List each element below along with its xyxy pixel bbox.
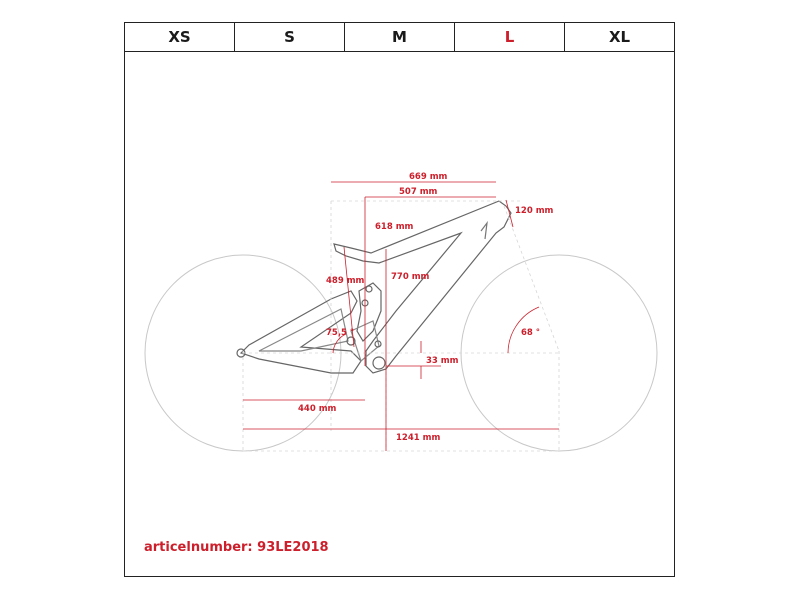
- article-number: articelnumber: 93LE2018: [144, 540, 329, 555]
- tab-size-m[interactable]: M: [345, 23, 455, 51]
- size-tabs: XS S M L XL: [125, 23, 674, 52]
- bb-drop-label: 33 mm: [426, 356, 459, 366]
- tab-size-xs[interactable]: XS: [125, 23, 235, 51]
- geometry-panel: XS S M L XL: [124, 22, 675, 577]
- seat-angle-label: 75,5 °: [326, 328, 354, 338]
- tab-size-l[interactable]: L: [455, 23, 565, 51]
- construction-lines: [242, 200, 560, 452]
- stack-label: 618 mm: [375, 222, 414, 232]
- top-tube-label: 507 mm: [399, 187, 438, 197]
- dimension-lines: [243, 181, 559, 451]
- head-angle-label: 68 °: [521, 328, 540, 338]
- tab-size-xl[interactable]: XL: [608, 28, 631, 46]
- bike-geometry-diagram: 669 mm 507 mm 120 mm 618 mm 489 mm 770 m…: [144, 172, 658, 452]
- seat-tube-label: 489 mm: [326, 276, 365, 286]
- chainstay-label: 440 mm: [298, 404, 337, 414]
- wheelbase-label: 1241 mm: [396, 433, 440, 443]
- standover-label: 770 mm: [391, 272, 430, 282]
- reach-label: 669 mm: [409, 172, 448, 182]
- tab-size-s[interactable]: S: [235, 23, 345, 51]
- head-tube-label: 120 mm: [515, 206, 554, 216]
- bike-frame: [236, 200, 512, 374]
